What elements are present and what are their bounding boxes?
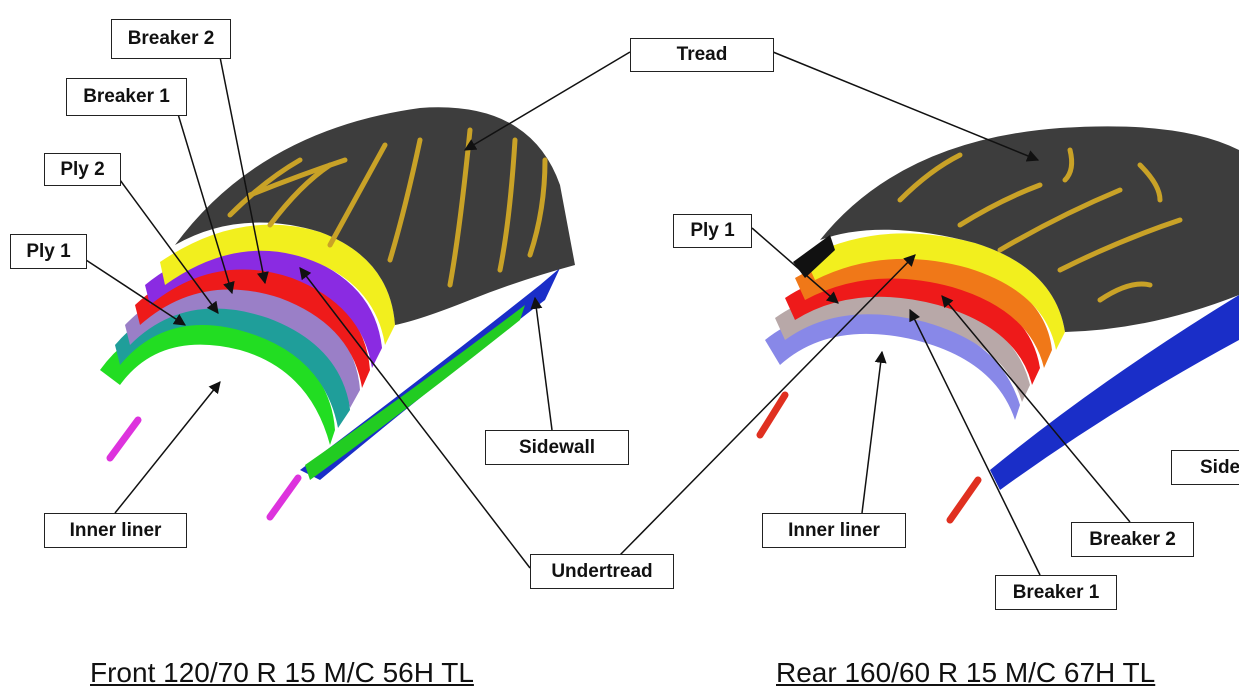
caption-front: Front 120/70 R 15 M/C 56H TL xyxy=(90,657,474,688)
rear-beads xyxy=(756,391,982,524)
leader-undertread-front xyxy=(299,267,531,569)
label-undertread: Undertread xyxy=(530,554,674,589)
leader-rear-breaker2 xyxy=(941,295,1131,523)
rear-breaker1 xyxy=(785,270,1040,385)
label-front-ply1: Ply 1 xyxy=(10,234,87,269)
leader-rear-breaker1 xyxy=(909,308,1041,576)
leader-front-breaker1 xyxy=(177,113,235,295)
label-rear-ply1: Ply 1 xyxy=(673,214,752,248)
front-breaker2 xyxy=(145,246,382,368)
label-rear-breaker1: Breaker 1 xyxy=(995,575,1117,610)
leader-front-inner-liner xyxy=(114,381,221,514)
label-front-sidewall: Sidewall xyxy=(485,430,629,465)
front-ply1 xyxy=(115,300,350,428)
label-rear-inner-liner: Inner liner xyxy=(762,513,906,548)
label-front-inner-liner: Inner liner xyxy=(44,513,187,548)
leader-tread-rear xyxy=(772,51,1040,162)
label-rear-sidewall: Side xyxy=(1171,450,1239,485)
rear-tyre xyxy=(756,126,1239,524)
front-tread xyxy=(175,107,575,325)
front-undertread xyxy=(160,224,395,345)
rear-inner-liner xyxy=(765,310,1020,420)
leader-front-ply2 xyxy=(119,179,219,314)
rear-black-edge xyxy=(793,235,835,278)
rear-ply xyxy=(775,289,1030,402)
label-tread: Tread xyxy=(630,38,774,72)
rear-tread-grooves xyxy=(897,147,1183,303)
front-inner-liner xyxy=(100,321,335,445)
front-tyre xyxy=(100,107,575,521)
leader-lines xyxy=(85,51,1131,576)
caption-rear: Rear 160/60 R 15 M/C 67H TL xyxy=(776,657,1156,688)
leader-rear-ply1 xyxy=(751,227,839,304)
front-sidewall-green xyxy=(305,305,525,480)
rear-breaker2 xyxy=(795,252,1052,368)
front-beads xyxy=(106,416,302,521)
label-front-ply2: Ply 2 xyxy=(44,153,121,186)
rear-sidewall xyxy=(990,295,1239,490)
label-rear-breaker2: Breaker 2 xyxy=(1071,522,1194,557)
leader-rear-inner-liner xyxy=(861,350,887,514)
leader-front-sidewall xyxy=(530,296,553,431)
label-front-breaker2: Breaker 2 xyxy=(111,19,231,59)
front-ply2 xyxy=(125,282,360,408)
leader-tread-front xyxy=(463,51,631,151)
label-front-breaker1: Breaker 1 xyxy=(66,78,187,116)
front-tread-grooves xyxy=(227,127,548,288)
front-breaker1 xyxy=(135,263,370,388)
leader-front-breaker2 xyxy=(219,56,269,285)
leader-front-ply1 xyxy=(85,259,187,326)
rear-undertread xyxy=(805,233,1065,350)
leader-undertread-rear xyxy=(619,254,916,556)
